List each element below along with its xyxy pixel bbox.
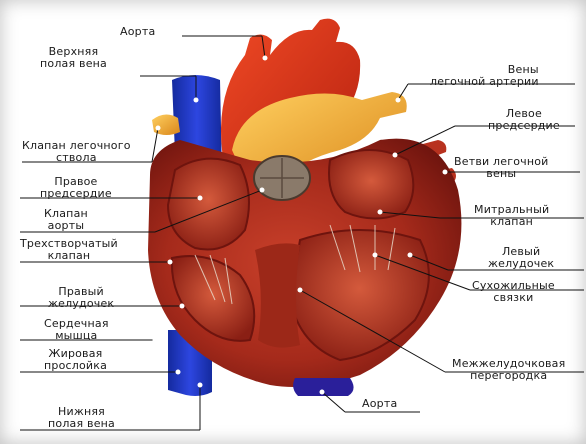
- pulmonary-branch-left: [152, 114, 180, 135]
- right-atrium-chamber: [168, 159, 249, 250]
- label-right-ventricle: Правый желудочек: [48, 286, 114, 310]
- label-fat-layer: Жировая прослойка: [44, 348, 107, 372]
- left-atrium-chamber: [329, 150, 413, 219]
- label-lower-vena-cava: Нижняя полая вена: [48, 406, 115, 430]
- label-pulmonary-artery-veins: Вены легочной артерии: [430, 64, 539, 88]
- label-aorta-top: Аорта: [120, 26, 155, 38]
- label-left-atrium: Левое предсердие: [488, 108, 560, 132]
- label-right-atrium: Правое предсердие: [40, 176, 112, 200]
- septum-shape: [255, 243, 300, 347]
- label-aortic-valve: Клапан аорты: [44, 208, 88, 232]
- label-pulmonary-vein-branches: Ветви легочной вены: [454, 156, 549, 180]
- label-aorta-bottom: Аорта: [362, 398, 397, 410]
- label-mitral-valve: Митральный клапан: [474, 204, 549, 228]
- label-tricuspid-valve: Трехстворчатый клапан: [20, 238, 118, 262]
- label-left-ventricle: Левый желудочек: [488, 246, 554, 270]
- label-upper-vena-cava: Верхняя полая вена: [40, 46, 107, 70]
- label-septum: Межжелудочковая перегородка: [452, 358, 565, 382]
- label-chordae: Сухожильные связки: [472, 280, 555, 304]
- label-heart-muscle: Сердечная мышца: [44, 318, 109, 342]
- label-pulmonary-valve: Клапан легочного ствола: [22, 140, 131, 164]
